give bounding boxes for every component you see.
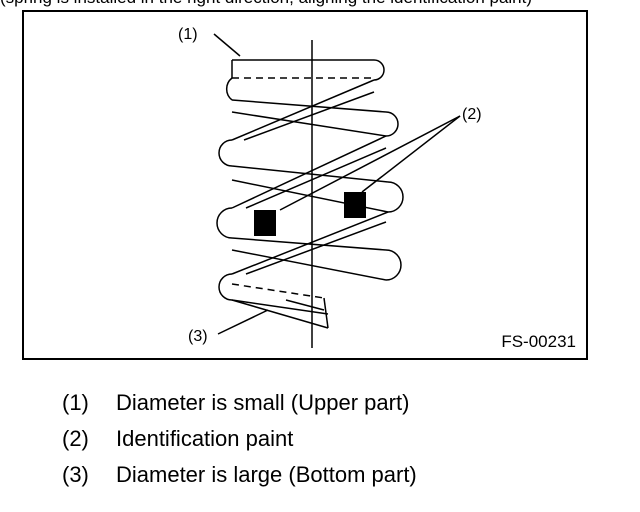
coil-left-1 [225,77,233,101]
callout-2: (2) [462,106,482,123]
cut-off-header-text: (spring is installed in the right direct… [0,0,640,8]
coil-left-3 [216,207,233,239]
coil-right-2 [387,181,404,213]
legend-item: (2) Identification paint [62,426,293,452]
identification-paint-mark-right [344,192,366,218]
strand-back-3 [231,211,389,275]
strand-back-1 [231,79,375,141]
legend-number: (1) [62,390,89,415]
coil-left-2 [218,139,233,167]
figure-id: FS-00231 [501,332,576,351]
callout-1: (1) [178,26,198,43]
legend-item: (3) Diameter is large (Bottom part) [62,462,417,488]
bottom-strand-outer [231,299,329,329]
bottom-hidden-edge [231,283,325,299]
coil-right-3 [385,249,402,281]
coil-right-0 [373,59,385,81]
bottom-strand-upper [285,299,325,311]
strand-front-1a [231,99,387,113]
leader-line-2a [279,115,461,211]
legend-number: (2) [62,426,89,451]
callout-3: (3) [188,328,208,345]
coil-spring-drawing [213,33,461,348]
strand-front-2a [231,165,389,183]
coil-right-1 [385,111,399,137]
legend-text: Diameter is large (Bottom part) [116,462,417,487]
coil-spring-figure: (1) (2) (3) FS-00231 [22,10,588,360]
legend-item: (1) Diameter is small (Upper part) [62,390,409,416]
legend-text: Identification paint [116,426,294,451]
strand-back-1b [243,91,375,141]
legend-number: (3) [62,462,89,487]
leader-line-3 [217,309,269,335]
leader-line-2b [361,115,461,193]
legend-text: Diameter is small (Upper part) [116,390,410,415]
bottom-end-cut [323,297,329,329]
bottom-strand-lower [231,299,329,315]
strand-back-3b [245,221,387,275]
strand-back-2b [245,147,387,209]
coil-left-4 [218,273,233,301]
leader-line-1 [213,33,241,57]
strand-front-1b [231,111,387,137]
strand-back-2 [231,135,387,209]
identification-paint-mark-left [254,210,276,236]
strand-front-3b [231,249,387,281]
